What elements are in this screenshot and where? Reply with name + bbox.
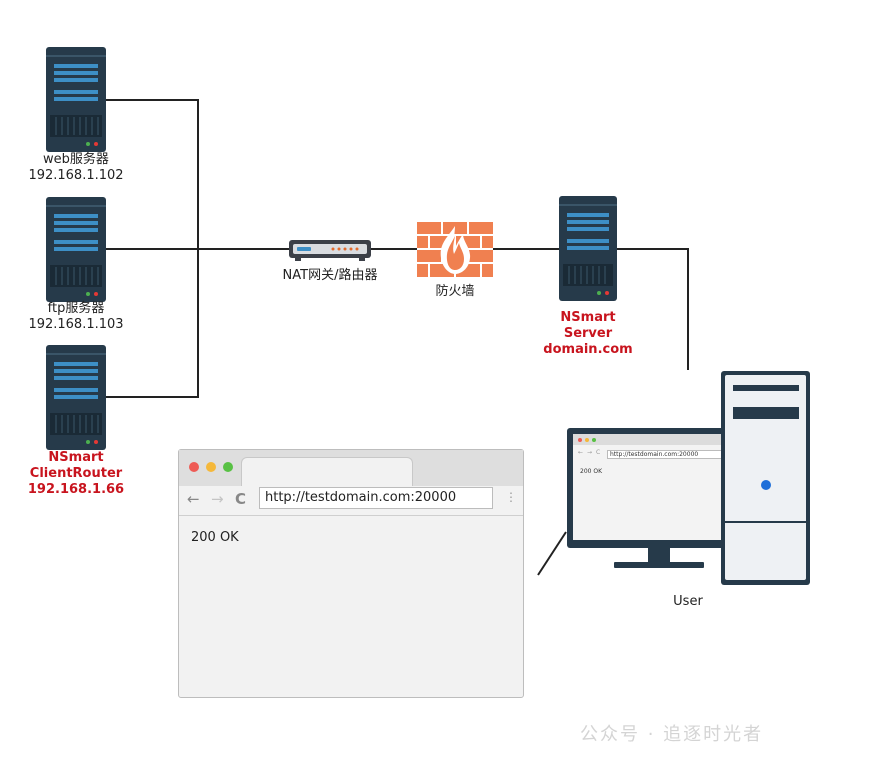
drive-bay-2 — [733, 407, 799, 419]
mini-minimize-dot-icon — [585, 438, 589, 442]
user-monitor: ← → C http://testdomain.com:20000 200 OK — [567, 428, 749, 548]
mini-close-dot-icon — [578, 438, 582, 442]
power-button-icon — [761, 480, 771, 490]
web-server-ip: 192.168.1.102 — [28, 168, 124, 183]
monitor-base — [614, 562, 704, 568]
firewall-icon — [417, 222, 493, 277]
firewall-label: 防火墙 — [435, 284, 475, 299]
mini-tab-bar — [573, 434, 743, 445]
nsmart-server-label-2: Server — [563, 326, 613, 341]
forward-arrow-icon[interactable]: → — [211, 490, 224, 508]
nsmart-server-label-1: NSmart — [560, 310, 616, 325]
mini-response-text: 200 OK — [580, 468, 603, 475]
client-router-server-icon — [46, 345, 106, 450]
watermark-text: 公众号 · 追逐时光者 — [580, 724, 764, 745]
client-router-ip: 192.168.1.66 — [27, 482, 125, 497]
address-bar[interactable]: http://testdomain.com:20000 — [259, 487, 493, 509]
page-response-text: 200 OK — [191, 530, 239, 545]
minimize-dot-icon[interactable] — [206, 462, 216, 472]
client-router-label-1: NSmart — [48, 450, 104, 465]
mini-reload-icon: C — [596, 449, 601, 456]
browser-window: ← → C http://testdomain.com:20000 ⋮ 200 … — [178, 449, 524, 698]
nat-router-icon — [289, 240, 371, 261]
nsmart-server-domain: domain.com — [543, 342, 633, 357]
user-label: User — [673, 594, 703, 609]
nsmart-server-icon — [559, 196, 617, 301]
nat-router-label: NAT网关/路由器 — [282, 268, 378, 283]
web-server-icon — [46, 47, 106, 152]
client-router-label-2: ClientRouter — [29, 466, 123, 481]
monitor-screen: ← → C http://testdomain.com:20000 200 OK — [573, 434, 743, 540]
server-to-internet-wire — [616, 248, 689, 370]
mini-address-bar: http://testdomain.com:20000 — [607, 450, 735, 459]
mini-maximize-dot-icon — [592, 438, 596, 442]
mini-back-icon: ← — [578, 449, 584, 456]
drive-bay-1 — [733, 385, 799, 391]
monitor-neck — [648, 548, 670, 564]
tower-face — [725, 375, 806, 580]
reload-icon[interactable]: C — [235, 490, 247, 508]
user-pc-tower — [721, 371, 810, 585]
monitor-cable-wire — [537, 531, 567, 576]
ftp-server-icon — [46, 197, 106, 302]
back-arrow-icon[interactable]: ← — [187, 490, 200, 508]
maximize-dot-icon[interactable] — [223, 462, 233, 472]
web-server-name: web服务器 — [43, 152, 109, 167]
browser-tab[interactable] — [241, 457, 413, 487]
mini-forward-icon: → — [587, 449, 593, 456]
tower-divider — [725, 521, 806, 523]
browser-tab-bar — [179, 450, 523, 487]
menu-dots-icon[interactable]: ⋮ — [505, 490, 517, 504]
ftp-server-ip: 192.168.1.103 — [28, 317, 124, 332]
close-dot-icon[interactable] — [189, 462, 199, 472]
ftp-server-name: ftp服务器 — [47, 301, 105, 316]
